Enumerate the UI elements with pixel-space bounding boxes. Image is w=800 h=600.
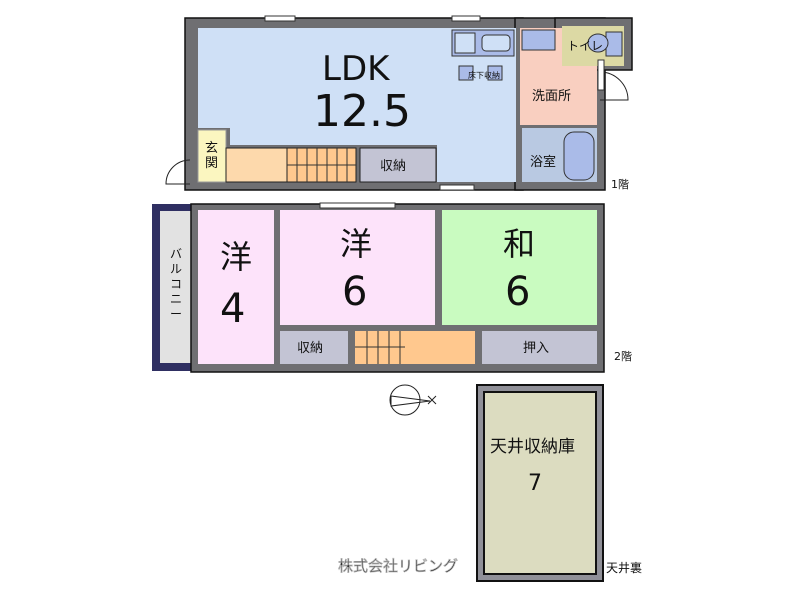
window (264, 15, 296, 22)
storage-floor1 (359, 147, 437, 183)
toilet-bowl-icon (587, 33, 609, 53)
ldk-size: 12.5 (313, 86, 411, 137)
attic-storage-name: 天井収納庫 (490, 437, 575, 457)
window (451, 15, 481, 22)
western-room-4 (198, 210, 274, 364)
underfloor-hatch-icon (487, 65, 503, 81)
svg-text:ー: ー (170, 307, 182, 321)
western-room-6-size: 6 (342, 269, 367, 315)
closet-label: 押入 (523, 341, 549, 356)
window (319, 202, 396, 209)
attic-label: 天井裏 (606, 560, 642, 575)
attic: 天井収納庫 7 天井裏 (476, 384, 642, 582)
watermark: 株式会社リビング (338, 557, 458, 575)
stove-icon (454, 32, 476, 54)
svg-text:コ: コ (170, 277, 182, 291)
balcony (160, 211, 192, 363)
underfloor-label: 床下収納 (468, 70, 500, 80)
ldk-room (198, 28, 516, 182)
balcony-label: バ ル コ ニ ー (170, 247, 182, 321)
western-room-4-name: 洋 (220, 238, 252, 276)
floor2-label: 2階 (614, 349, 632, 363)
attic-storage (483, 391, 597, 575)
japanese-room-6 (442, 210, 597, 325)
compass-icon (389, 384, 437, 416)
storage-floor1-label: 収納 (380, 159, 406, 174)
svg-text:ル: ル (170, 262, 182, 276)
storage-floor2-label: 収納 (297, 341, 323, 356)
western-room-4-size: 4 (220, 286, 245, 332)
japanese-room-size: 6 (505, 269, 530, 315)
svg-text:バ: バ (170, 247, 182, 261)
ldk-label: LDK (322, 49, 391, 89)
svg-text:ニ: ニ (170, 292, 182, 306)
western-room-6 (280, 210, 435, 325)
stairs-floor2[interactable] (355, 331, 475, 364)
bath-label: 浴室 (530, 154, 556, 170)
stairs-floor1[interactable] (286, 147, 357, 183)
toilet-label: トイレ (567, 39, 603, 53)
western-room-6-name: 洋 (340, 225, 372, 263)
floor1-label: 1階 (611, 177, 629, 191)
sink-icon (481, 34, 511, 52)
entrance-door-icon[interactable] (165, 159, 191, 185)
storage-floor2 (280, 331, 348, 364)
genkan-label-2: 関 (205, 156, 218, 171)
window (597, 59, 605, 91)
wash-basin-icon (521, 29, 556, 51)
underfloor-hatch-icon (458, 65, 474, 81)
genkan (197, 129, 227, 183)
genkan-label-1: 玄 (205, 141, 218, 156)
japanese-room-name: 和 (503, 225, 535, 263)
floor-1: 床下収納 玄 関 収納 LDK 12.5 洗面所 トイレ 浴室 (165, 15, 633, 191)
toilet-door-icon[interactable] (599, 71, 629, 101)
attic-storage-size: 7 (528, 471, 542, 496)
closet (482, 331, 597, 364)
window (439, 184, 475, 191)
washroom-label: 洗面所 (532, 89, 571, 104)
floor-2: バ ル コ ニ ー 洋 4 洋 6 和 6 収納 押入 2階 (152, 202, 632, 373)
bathtub-icon (563, 131, 595, 181)
